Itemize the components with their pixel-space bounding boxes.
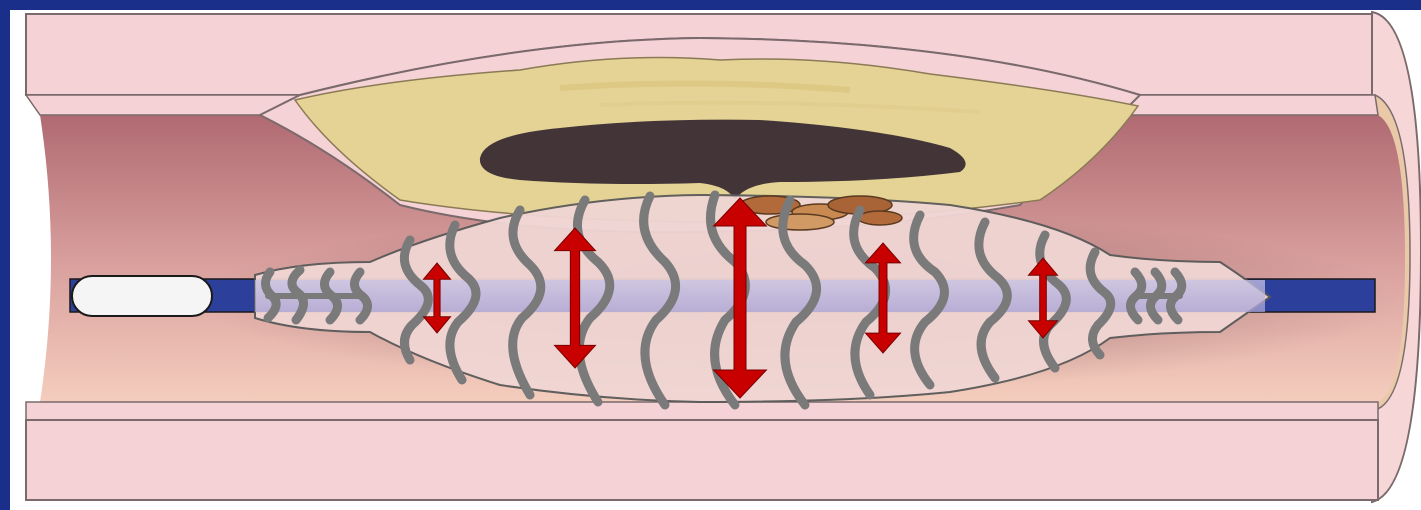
catheter-tip xyxy=(72,276,212,316)
vessel-wall-bottom xyxy=(26,420,1378,500)
vessel-wall-top-inner-right xyxy=(1120,95,1378,115)
vessel-wall-bottom-inner xyxy=(26,402,1378,420)
vessel-wall-top-inner xyxy=(26,95,300,115)
